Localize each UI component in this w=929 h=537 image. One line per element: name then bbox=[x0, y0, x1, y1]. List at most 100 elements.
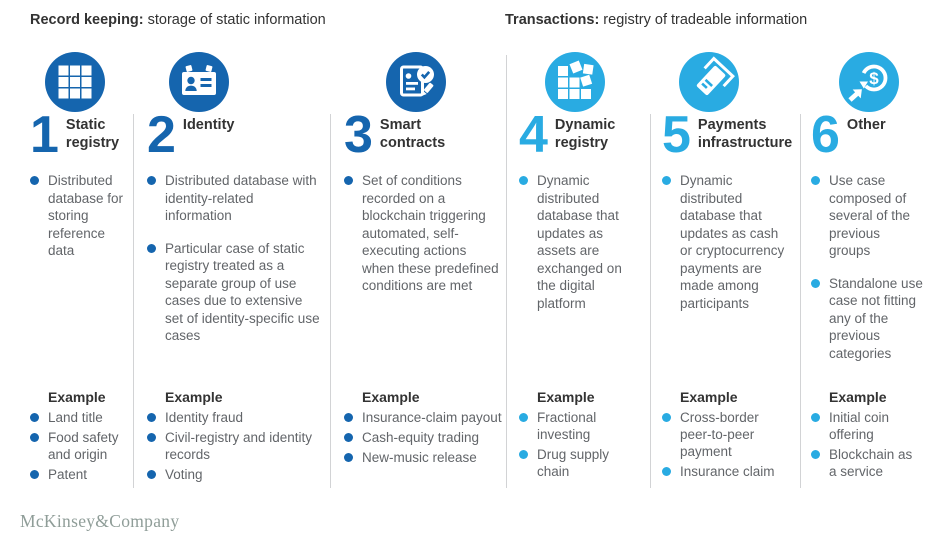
bullet-icon bbox=[519, 413, 528, 422]
list-item: Insurance claim bbox=[662, 463, 794, 480]
bullet-icon bbox=[30, 413, 39, 422]
column-number: 4 bbox=[519, 106, 548, 164]
example-block: Example Identity fraud Civil-registry an… bbox=[147, 389, 321, 486]
bullet-icon bbox=[147, 413, 156, 422]
list-item: Dynamic distributed database that update… bbox=[662, 172, 794, 312]
column-other: $ 6 Other Use case composed of several o… bbox=[811, 0, 923, 537]
svg-text:$: $ bbox=[869, 69, 879, 88]
description-list: Dynamic distributed database that update… bbox=[662, 172, 794, 327]
bullet-icon bbox=[344, 453, 353, 462]
section-header-record-keeping: Record keeping: storage of static inform… bbox=[30, 12, 326, 28]
section-header-bold: Transactions: bbox=[505, 12, 600, 28]
list-item: Use case composed of several of the prev… bbox=[811, 172, 923, 260]
list-item-text: Identity fraud bbox=[165, 410, 244, 425]
example-label: Example bbox=[165, 389, 223, 405]
description-list: Distributed database with identity-relat… bbox=[147, 172, 321, 360]
list-item: Patent bbox=[30, 466, 130, 483]
list-item: New-music release bbox=[344, 449, 502, 466]
list-item: Food safety and origin bbox=[30, 429, 130, 463]
bullet-icon bbox=[147, 176, 156, 185]
dollar-cycle-icon: $ bbox=[839, 52, 899, 112]
list-item-text: Food safety and origin bbox=[48, 430, 119, 462]
column-number: 3 bbox=[344, 106, 373, 164]
column-title: Static registry bbox=[65, 117, 120, 151]
column-number: 5 bbox=[662, 106, 691, 164]
document-check-icon bbox=[386, 52, 446, 112]
list-item-text: Distributed database with identity-relat… bbox=[165, 173, 317, 223]
description-list: Set of conditions recorded on a blockcha… bbox=[344, 172, 502, 310]
list-item: Dynamic distributed database that update… bbox=[519, 172, 644, 312]
example-list: Fractional investing Drug supply chain bbox=[519, 409, 644, 480]
example-label: Example bbox=[537, 389, 595, 405]
list-item: Set of conditions recorded on a blockcha… bbox=[344, 172, 502, 295]
list-item-text: Insurance-claim payout bbox=[362, 410, 502, 425]
example-list: Initial coin offering Blockchain as a se… bbox=[811, 409, 923, 480]
column-divider bbox=[133, 114, 134, 488]
list-item: Standalone use case not fitting any of t… bbox=[811, 275, 923, 363]
column-title: Smart contracts bbox=[379, 117, 446, 151]
example-block: Example Initial coin offering Blockchain… bbox=[811, 389, 923, 483]
example-list: Cross-border peer-to-peer payment Insura… bbox=[662, 409, 794, 480]
list-item: Fractional investing bbox=[519, 409, 644, 443]
column-number: 1 bbox=[30, 106, 59, 164]
list-item-text: Land title bbox=[48, 410, 103, 425]
description-list: Dynamic distributed database that update… bbox=[519, 172, 644, 327]
scattered-grid-icon bbox=[545, 52, 605, 112]
bullet-icon bbox=[811, 176, 820, 185]
list-item: Blockchain as a service bbox=[811, 446, 923, 480]
column-heading: 2 Identity bbox=[147, 109, 235, 161]
list-item-text: Cross-border peer-to-peer payment bbox=[680, 410, 759, 459]
column-divider bbox=[800, 114, 801, 488]
list-item-text: Set of conditions recorded on a blockcha… bbox=[362, 173, 499, 293]
list-item-text: Dynamic distributed database that update… bbox=[680, 173, 785, 311]
list-item-text: Use case composed of several of the prev… bbox=[829, 173, 911, 258]
list-item: Civil-registry and identity records bbox=[147, 429, 321, 463]
list-item-text: Fractional investing bbox=[537, 410, 597, 442]
list-item-text: Particular case of static registry treat… bbox=[165, 240, 320, 344]
list-item: Cash-equity trading bbox=[344, 429, 502, 446]
column-title: Payments infrastructure bbox=[697, 117, 793, 151]
list-item: Identity fraud bbox=[147, 409, 321, 426]
column-divider bbox=[330, 114, 331, 488]
list-item-text: Distributed database for storing referen… bbox=[48, 173, 124, 258]
list-item-text: Insurance claim bbox=[680, 464, 775, 479]
bullet-icon bbox=[30, 176, 39, 185]
example-block: Example Fractional investing Drug supply… bbox=[519, 389, 644, 483]
bullet-icon bbox=[811, 413, 820, 422]
column-heading: 4 Dynamic registry bbox=[519, 106, 615, 164]
list-item-text: Standalone use case not fitting any of t… bbox=[829, 275, 923, 361]
column-heading: 1 Static registry bbox=[30, 106, 120, 164]
list-item-text: Voting bbox=[165, 467, 203, 482]
list-item: Insurance-claim payout bbox=[344, 409, 502, 426]
section-header-transactions: Transactions: registry of tradeable info… bbox=[505, 12, 807, 28]
example-label: Example bbox=[829, 389, 887, 405]
list-item: Land title bbox=[30, 409, 130, 426]
column-identity: 2 Identity Distributed database with ide… bbox=[147, 0, 321, 537]
list-item-text: Drug supply chain bbox=[537, 447, 610, 479]
example-list: Identity fraud Civil-registry and identi… bbox=[147, 409, 321, 483]
bullet-icon bbox=[811, 450, 820, 459]
bullet-icon bbox=[662, 176, 671, 185]
card-payment-icon bbox=[679, 52, 739, 112]
column-heading: 3 Smart contracts bbox=[344, 106, 446, 164]
bullet-icon bbox=[344, 433, 353, 442]
column-dynamic-registry: 4 Dynamic registry Dynamic distributed d… bbox=[519, 0, 644, 537]
bullet-icon bbox=[147, 470, 156, 479]
example-list: Land title Food safety and origin Patent bbox=[30, 409, 130, 483]
column-static-registry: 1 Static registry Distributed database f… bbox=[30, 0, 130, 537]
column-payments-infrastructure: 5 Payments infrastructure Dynamic distri… bbox=[662, 0, 794, 537]
column-title: Identity bbox=[182, 117, 235, 133]
list-item: Distributed database for storing referen… bbox=[30, 172, 130, 260]
bullet-icon bbox=[662, 413, 671, 422]
bullet-icon bbox=[30, 470, 39, 479]
mckinsey-logo: McKinsey&Company bbox=[20, 511, 180, 531]
bullet-icon bbox=[147, 243, 156, 253]
column-smart-contracts: 3 Smart contracts Set of conditions reco… bbox=[344, 0, 502, 537]
list-item-text: Civil-registry and identity records bbox=[165, 430, 313, 462]
example-block: Example Land title Food safety and origi… bbox=[30, 389, 130, 486]
section-divider bbox=[506, 55, 507, 488]
example-list: Insurance-claim payout Cash-equity tradi… bbox=[344, 409, 502, 466]
bullet-icon bbox=[344, 176, 353, 185]
example-label: Example bbox=[680, 389, 738, 405]
column-title: Other bbox=[846, 117, 886, 133]
